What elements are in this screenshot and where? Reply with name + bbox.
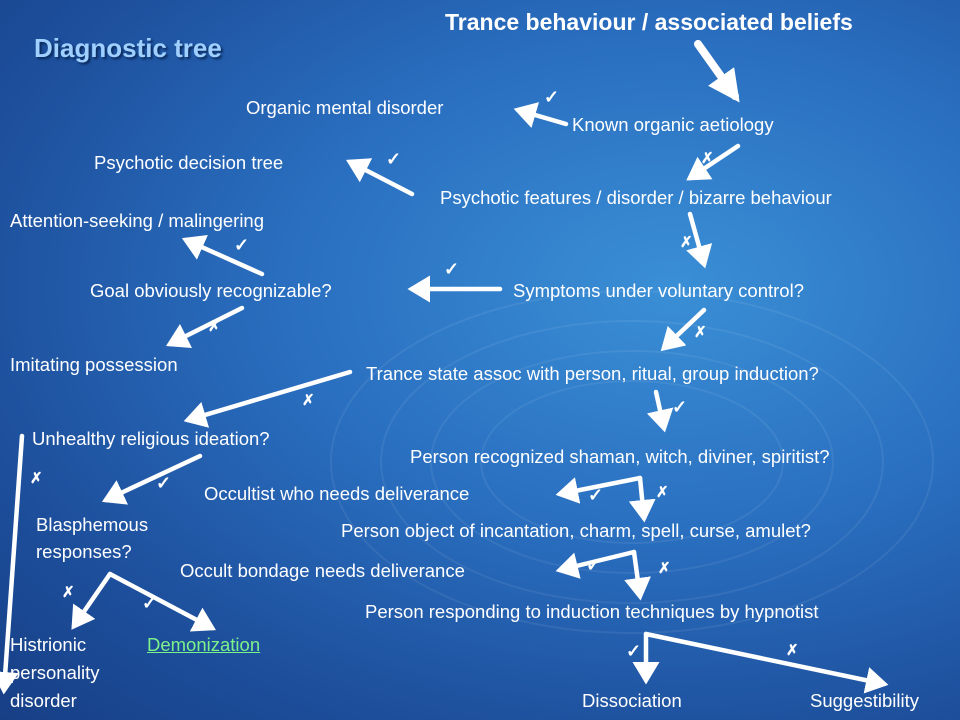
- edge-unhealthy-to-histrionic: [0, 433, 25, 695]
- yes-check-icon: ✓: [156, 473, 172, 493]
- yes-check-icon: ✓: [444, 259, 460, 279]
- edge-header-to-known: [694, 40, 740, 103]
- node-person-incantation: Person object of incantation, charm, spe…: [341, 520, 811, 541]
- edge-goal-to-imitating: [165, 305, 245, 349]
- node-blasphemous-line1: Blasphemous: [36, 514, 149, 535]
- node-demonization-link[interactable]: Demonization: [147, 634, 261, 655]
- yes-check-icon: ✓: [586, 555, 602, 575]
- edge-known-to-organic: [513, 102, 569, 128]
- yes-check-icon: ✓: [234, 235, 250, 255]
- edge-known-to-psychotic: [686, 143, 741, 181]
- node-organic-mental-disorder: Organic mental disorder: [246, 97, 444, 118]
- edge-blasphemous-to-demonization: [107, 571, 216, 632]
- node-psychotic-decision-tree: Psychotic decision tree: [94, 152, 284, 173]
- node-symptoms-voluntary: Symptoms under voluntary control?: [513, 280, 804, 301]
- node-goal-recognizable: Goal obviously recognizable?: [90, 280, 332, 301]
- yes-check-icon: ✓: [142, 593, 158, 613]
- edge-blasphemous-to-histrionic-branch: [71, 571, 113, 630]
- node-suggestibility: Suggestibility: [810, 690, 920, 711]
- node-occultist-deliverance: Occultist who needs deliverance: [204, 483, 470, 504]
- no-cross-icon: ✗: [208, 318, 221, 335]
- yes-check-icon: ✓: [626, 641, 642, 661]
- edge-trance-to-unhealthy: [183, 369, 353, 428]
- no-cross-icon: ✗: [658, 560, 671, 577]
- node-attention-seeking: Attention-seeking / malingering: [10, 210, 265, 231]
- no-cross-icon: ✗: [701, 150, 714, 167]
- yes-check-icon: ✓: [588, 485, 604, 505]
- node-histrionic-line2: personality: [10, 662, 100, 683]
- edge-psychotic-to-decision: [346, 158, 415, 197]
- yes-check-icon: ✓: [672, 397, 688, 417]
- no-cross-icon: ✗: [656, 484, 669, 501]
- node-unhealthy-religious: Unhealthy religious ideation?: [32, 428, 270, 449]
- edge-shaman-to-occultist: [555, 475, 643, 504]
- yes-check-icon: ✓: [386, 149, 402, 169]
- edge-trance-to-shaman: [646, 389, 674, 433]
- no-cross-icon: ✗: [680, 234, 693, 251]
- node-dissociation: Dissociation: [582, 690, 682, 711]
- no-cross-icon: ✗: [30, 470, 43, 487]
- node-person-shaman: Person recognized shaman, witch, diviner…: [410, 446, 830, 467]
- no-cross-icon: ✗: [786, 642, 799, 659]
- node-imitating-possession: Imitating possession: [10, 354, 178, 375]
- node-occult-bondage: Occult bondage needs deliverance: [180, 560, 465, 581]
- node-psychotic-features: Psychotic features / disorder / bizarre …: [440, 187, 832, 208]
- slide-header: Trance behaviour / associated beliefs: [445, 9, 853, 35]
- node-blasphemous-line2: responses?: [36, 541, 132, 562]
- edge-shaman-to-incantation: [628, 475, 656, 523]
- no-cross-icon: ✗: [694, 324, 707, 341]
- node-histrionic-line3: disorder: [10, 690, 77, 711]
- edge-goal-to-attention: [181, 235, 265, 277]
- node-histrionic-line1: Histrionic: [10, 634, 87, 655]
- no-cross-icon: ✗: [302, 392, 315, 409]
- node-known-organic-aetiology: Known organic aetiology: [572, 114, 774, 135]
- no-cross-icon: ✗: [62, 584, 75, 601]
- node-trance-state: Trance state assoc with person, ritual, …: [366, 363, 819, 384]
- yes-check-icon: ✓: [544, 87, 560, 107]
- edge-psychotic-to-symptoms: [686, 211, 713, 269]
- edge-hypnotist-to-suggestibility: [643, 631, 889, 694]
- edge-symptoms-to-trance: [660, 307, 707, 352]
- slide-title: Diagnostic tree: [34, 33, 222, 63]
- node-person-hypnotist: Person responding to induction technique…: [365, 601, 819, 622]
- edge-unhealthy-to-blasphemous: [101, 453, 203, 505]
- edge-incantation-to-hypnotist: [624, 549, 651, 601]
- edge-incantation-to-occult: [555, 549, 637, 579]
